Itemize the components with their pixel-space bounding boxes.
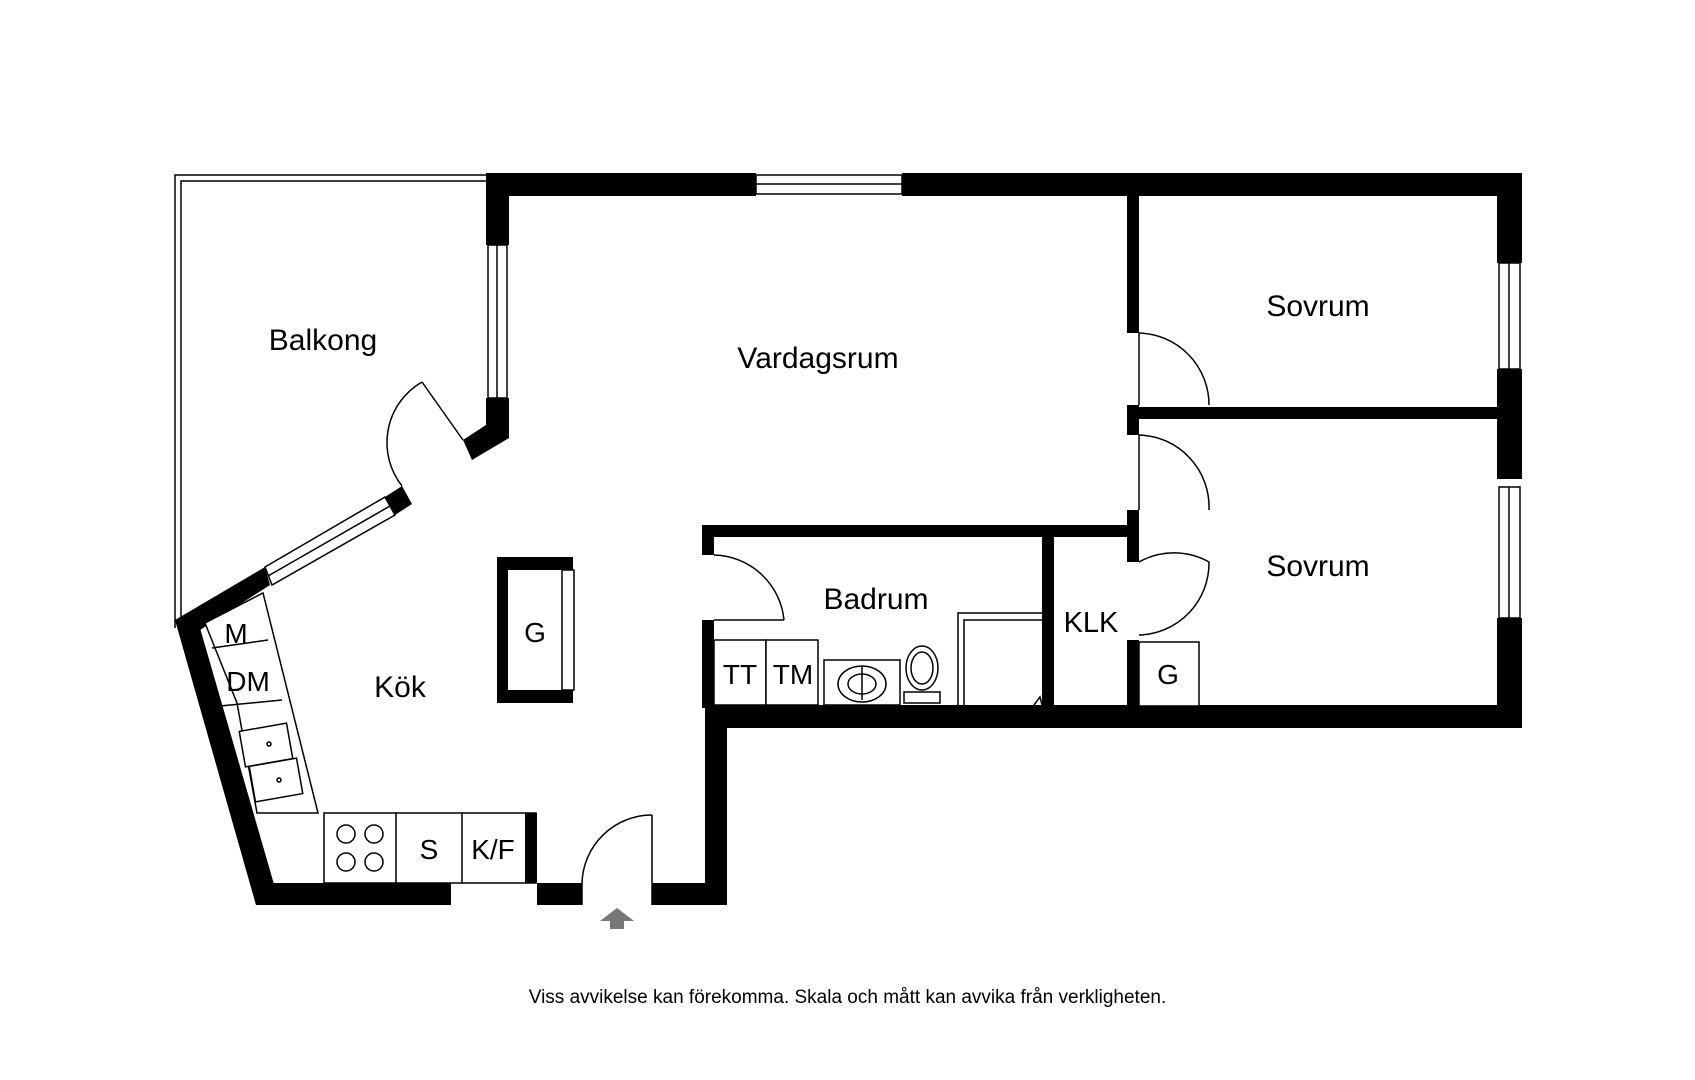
room-label-living-room: Vardagsrum (737, 342, 898, 375)
fridge-wall (525, 813, 537, 883)
bathroom-fixtures (713, 612, 1043, 706)
balcony-railing (174, 174, 486, 628)
fixture-label-fridge-freezer: K/F (471, 834, 515, 865)
exterior-walls (256, 173, 1522, 905)
fixture-labels: M DM G TT TM S K/F G (224, 617, 1179, 865)
fixture-label-dishwasher: DM (226, 666, 270, 697)
room-label-bathroom: Badrum (823, 583, 928, 616)
doors (386, 332, 1210, 905)
disclaimer-text: Viss avvikelse kan förekomma. Skala och … (528, 987, 1167, 1008)
fixture-label-microwave: M (224, 618, 247, 649)
room-label-bedroom-1: Sovrum (1266, 290, 1369, 323)
room-label-walk-in-closet: KLK (1064, 607, 1119, 639)
fixture-label-wardrobe-kitchen: G (524, 617, 546, 648)
fixture-label-stove-cabinet: S (420, 834, 439, 865)
fixture-label-wardrobe-bedroom: G (1157, 659, 1179, 690)
room-labels: Balkong Vardagsrum Sovrum Sovrum Badrum … (269, 290, 1370, 704)
room-label-kitchen: Kök (374, 671, 427, 704)
kitchen-wardrobe (497, 557, 575, 703)
entrance-arrow-icon (600, 908, 634, 929)
fixture-label-dryer: TM (773, 659, 813, 690)
slanted-walls (175, 425, 509, 905)
kitchen-bottom-counter (323, 812, 537, 884)
bedroom-wardrobe (1138, 641, 1200, 707)
fixture-label-washing-machine: TT (723, 659, 757, 690)
kitchen-counter (204, 591, 319, 814)
interior-walls (702, 196, 1497, 708)
room-label-bedroom-2: Sovrum (1266, 550, 1369, 583)
room-label-balcony: Balkong (269, 324, 377, 357)
windows (264, 174, 1521, 619)
